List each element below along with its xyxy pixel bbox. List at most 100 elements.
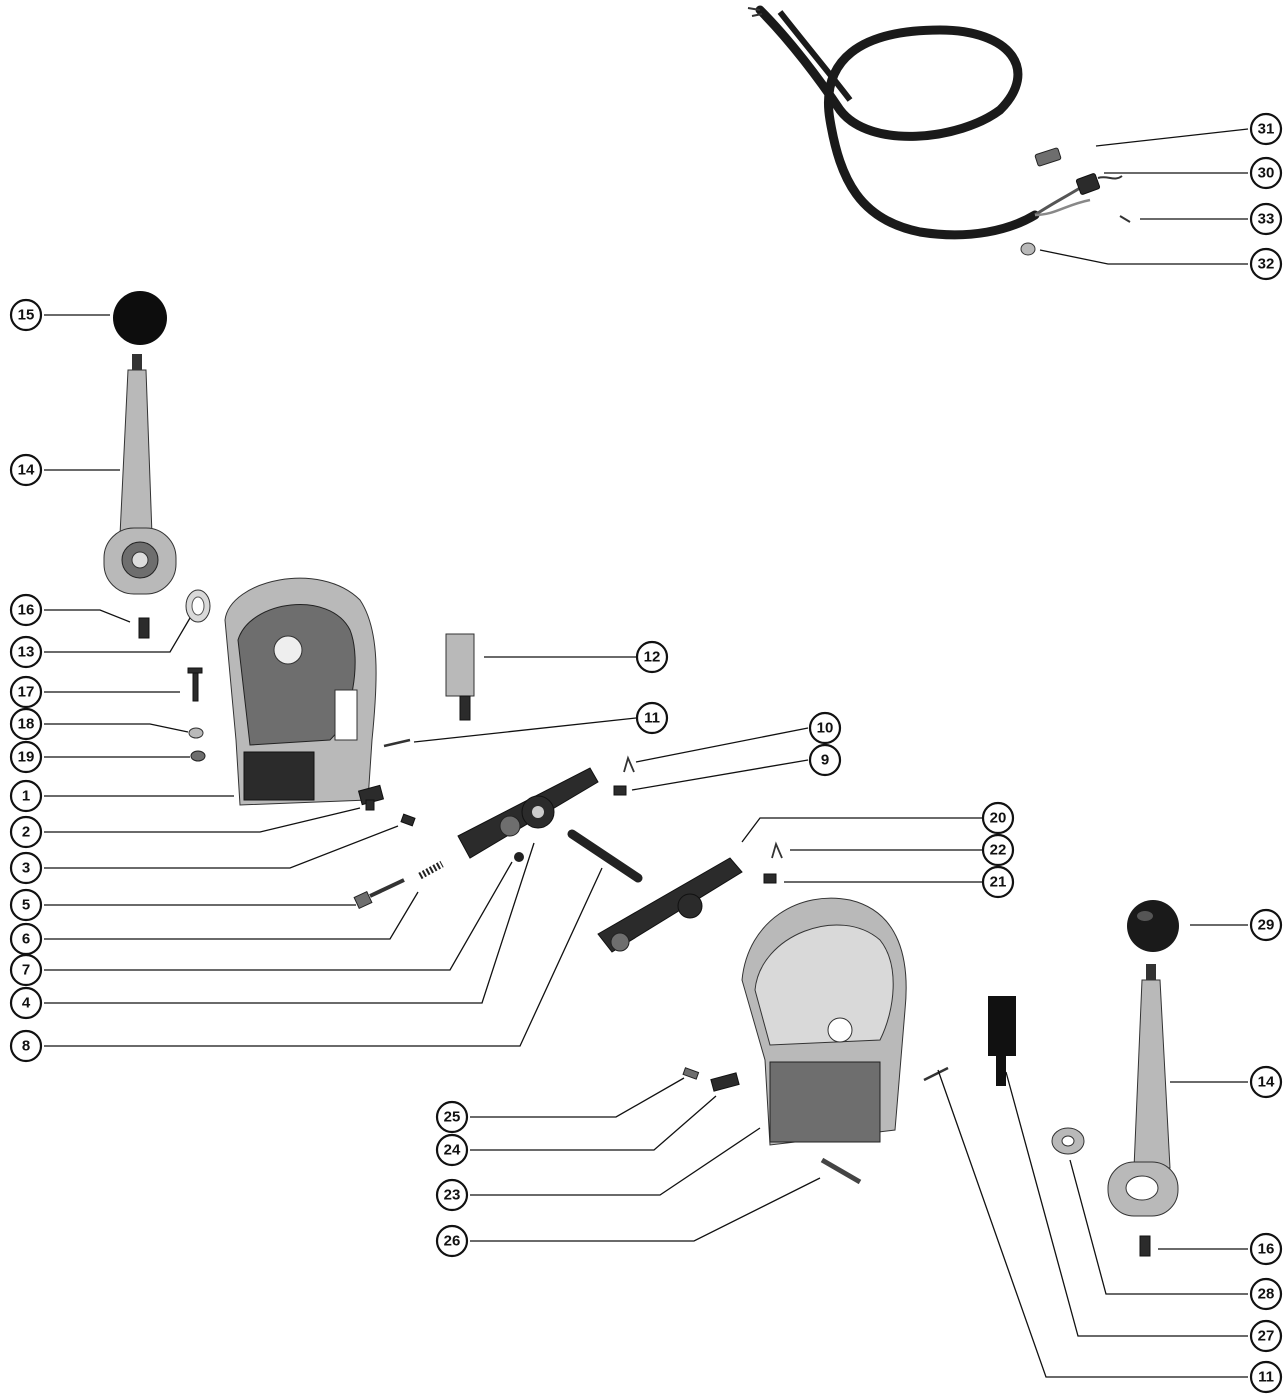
svg-text:11: 11 [644,710,660,727]
knob-part-15 [113,291,167,345]
callout-17: 17 [9,675,43,709]
bolt-part-17 [187,667,203,702]
callout-21: 21 [981,865,1015,899]
spring-part-6 [418,860,444,880]
plate-part-12 [445,633,475,721]
roller-part-21 [763,873,777,884]
callout-5: 5 [9,888,43,922]
callout-32: 32 [1249,247,1283,281]
callout-14-left: 14 [9,453,43,487]
pin-part-11-upper [383,738,411,748]
lever-arm-part-20 [597,857,743,953]
svg-text:24: 24 [444,1142,461,1159]
callout-12: 12 [635,640,669,674]
callout-31: 31 [1249,112,1283,146]
callout-1: 1 [9,779,43,813]
svg-text:25: 25 [444,1109,461,1126]
callout-10: 10 [808,711,842,745]
lever-part-14-left [103,354,177,595]
callout-20: 20 [981,801,1015,835]
callout-9: 9 [808,743,842,777]
svg-text:26: 26 [444,1233,461,1250]
switch-part-24 [710,1072,740,1092]
svg-text:23: 23 [444,1187,461,1204]
svg-text:13: 13 [18,644,35,661]
connector-part-31 [1034,147,1062,167]
switch-part-2 [357,784,385,811]
bolt-part-26 [820,1157,862,1185]
svg-text:3: 3 [22,860,30,877]
callout-11-upper: 11 [635,701,669,735]
cotter-part-22 [771,841,783,859]
clip-part-32 [1020,242,1036,256]
callout-26: 26 [435,1224,469,1258]
svg-text:19: 19 [18,749,35,766]
svg-text:30: 30 [1258,165,1275,182]
callout-13: 13 [9,635,43,669]
callout-6: 6 [9,922,43,956]
svg-text:10: 10 [817,720,834,737]
svg-text:33: 33 [1258,211,1275,228]
svg-text:4: 4 [22,995,31,1012]
callout-22: 22 [981,833,1015,867]
svg-text:16: 16 [18,602,35,619]
svg-text:18: 18 [18,716,35,733]
housing-part-1 [224,577,377,806]
screw-part-33 [1119,215,1131,223]
bushing-part-28 [1051,1127,1085,1155]
callout-14-right: 14 [1249,1065,1283,1099]
svg-text:1: 1 [22,788,30,805]
lever-arm-assembly [457,767,599,859]
plate-part-27 [988,996,1016,1086]
svg-text:11: 11 [1258,1369,1274,1386]
svg-text:22: 22 [990,842,1007,859]
svg-text:9: 9 [821,752,829,769]
callout-23: 23 [435,1178,469,1212]
svg-text:16: 16 [1258,1241,1275,1258]
callout-28: 28 [1249,1277,1283,1311]
callout-7: 7 [9,953,43,987]
setscrew-part-16-right [1139,1235,1151,1257]
nut-part-19 [190,750,206,762]
callout-2: 2 [9,815,43,849]
knob-part-29 [1127,900,1179,952]
callout-24: 24 [435,1133,469,1167]
callout-25: 25 [435,1100,469,1134]
callout-8: 8 [9,1029,43,1063]
callout-11-lower: 11 [1249,1360,1283,1394]
svg-text:8: 8 [22,1038,30,1055]
svg-text:12: 12 [644,649,661,666]
shaft-part-8 [567,829,643,883]
housing-part-23 [741,897,907,1146]
svg-text:15: 15 [18,307,35,324]
callout-29: 29 [1249,908,1283,942]
bolt-part-5 [353,878,405,910]
cotter-part-10 [623,755,635,773]
svg-text:17: 17 [18,684,35,701]
svg-text:6: 6 [22,931,30,948]
svg-text:29: 29 [1258,917,1275,934]
ball-part-7 [514,852,524,862]
roller-part-9 [613,785,627,796]
svg-text:27: 27 [1258,1328,1275,1345]
svg-text:14: 14 [18,462,35,479]
callout-27: 27 [1249,1319,1283,1353]
callout-19: 19 [9,740,43,774]
washer-part-18 [188,727,204,739]
svg-text:20: 20 [990,810,1007,827]
setscrew-part-16-left [138,617,150,639]
callout-16-right: 16 [1249,1232,1283,1266]
svg-text:5: 5 [22,897,30,914]
pin-part-11-lower [923,1066,949,1082]
svg-text:2: 2 [22,824,30,841]
leader-lines [44,128,1249,1378]
callout-18: 18 [9,707,43,741]
callout-30: 30 [1249,156,1283,190]
lever-part-14-right [1107,964,1179,1217]
svg-text:32: 32 [1258,256,1275,273]
wire-harness-part [747,5,1123,240]
callout-15: 15 [9,298,43,332]
screw-part-25 [682,1067,700,1080]
callout-33: 33 [1249,202,1283,236]
